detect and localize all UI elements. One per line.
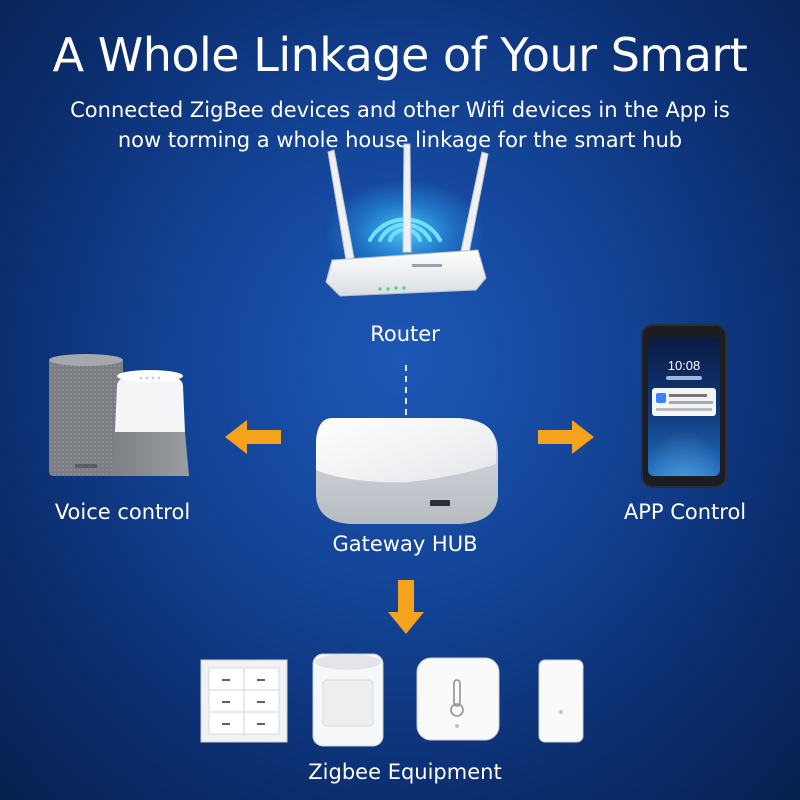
router-brand-mark [412,264,442,267]
page-subtitle: Connected ZigBee devices and other Wifi … [40,95,760,155]
zigbee-equipment-label: Zigbee Equipment [308,760,502,784]
arrow-left-icon [225,420,281,454]
hub-label: Gateway HUB [332,532,478,556]
arrow-down-icon [388,580,424,634]
router-hub-connector [405,365,407,415]
temperature-sensor [416,657,500,741]
wall-switch [200,659,288,743]
home-speaker [111,370,189,476]
phone-clock: 10:08 [667,358,701,373]
gateway-hub-image [316,418,498,524]
arrow-right-icon [538,420,594,454]
smart-speakers-image [49,354,189,476]
phone-wallpaper-glow [648,430,720,476]
page-title: A Whole Linkage of Your Smart [52,28,748,82]
usb-port-icon [430,500,450,506]
router-body [325,249,487,297]
subtitle-line-1: Connected ZigBee devices and other Wifi … [70,98,730,122]
hub-top [316,418,496,483]
zigbee-devices-image [200,653,584,747]
subtitle-line-2: now torming a whole house linkage for th… [117,128,683,152]
phone-date-line [666,376,702,380]
motion-sensor [312,653,384,747]
echo-speaker [49,354,123,476]
router-image [325,143,489,297]
phone-screen: 10:08 [648,338,720,476]
app-icon [656,393,666,403]
router-leds [378,286,406,291]
smartphone-image: 10:08 [643,326,725,486]
phone-notification [652,388,716,416]
router-label: Router [370,322,440,346]
app-control-label: APP Control [623,500,747,524]
door-sensor [538,659,584,743]
router-antennas [327,143,489,261]
voice-control-label: Voice control [54,500,191,524]
